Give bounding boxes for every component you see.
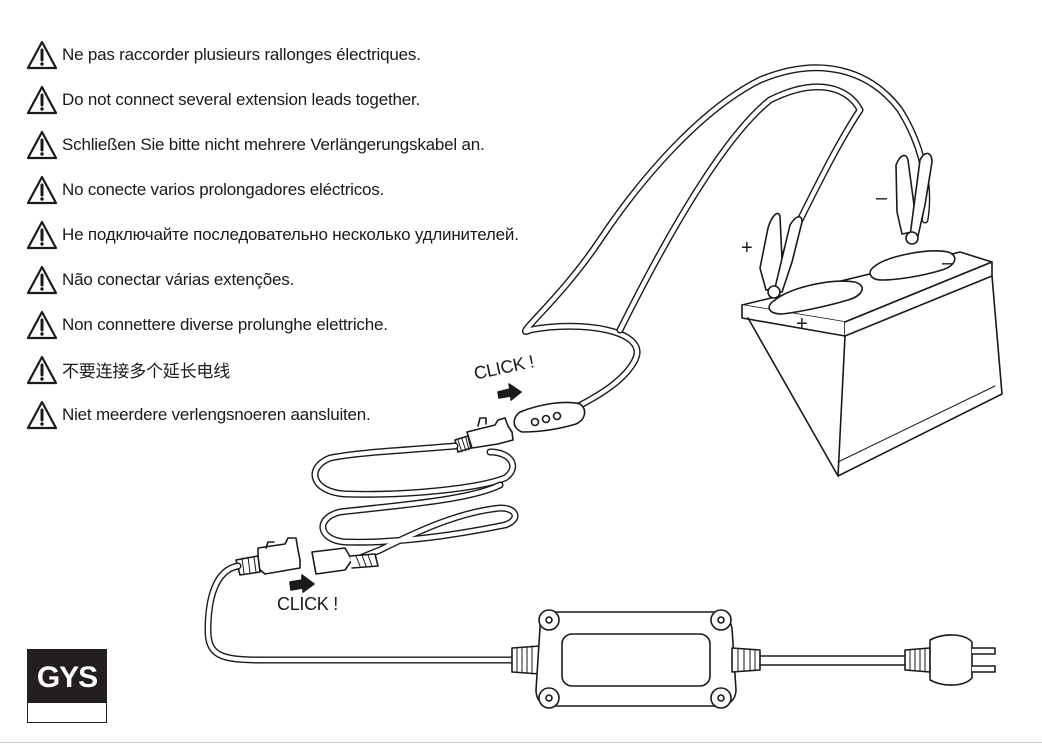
negative-clamp <box>895 152 933 245</box>
clamp-cable <box>521 64 931 412</box>
logo-text: GYS <box>36 661 98 694</box>
arrow-right-icon <box>497 383 522 401</box>
warning-triangle-icon <box>26 40 58 69</box>
warning-text: Ne pas raccorder plusieurs rallonges éle… <box>62 44 421 64</box>
charger-output-cable <box>204 562 516 664</box>
warning-item-pt: Não conectar várias extenções. <box>26 257 546 302</box>
warning-item-it: Non connettere diverse prolunghe elettri… <box>26 302 546 347</box>
warning-triangle-icon <box>26 175 58 204</box>
warning-item-ru: Не подключайте последовательно несколько… <box>26 212 546 257</box>
warning-triangle-icon <box>26 130 58 159</box>
gys-logo: GYS <box>27 649 107 723</box>
battery-drawing <box>741 250 1003 477</box>
mains-plug <box>759 634 996 686</box>
warning-text: Non connettere diverse prolunghe elettri… <box>62 314 388 334</box>
warning-item-en: Do not connect several extension leads t… <box>26 77 546 122</box>
clamp-plus-sign: + <box>741 237 753 259</box>
warning-triangle-icon <box>26 220 58 249</box>
charger-unit <box>511 609 761 709</box>
warning-item-nl: Niet meerdere verlengsnoeren aansluiten. <box>26 392 546 437</box>
warning-item-es: No conecte varios prolongadores eléctric… <box>26 167 546 212</box>
extension-cable <box>311 442 519 564</box>
click-label-lower: CLICK ! <box>277 594 338 614</box>
warning-text: Não conectar várias extenções. <box>62 269 295 289</box>
warning-triangle-icon <box>26 310 58 339</box>
warning-text: No conecte varios prolongadores eléctric… <box>62 179 385 199</box>
clamp-minus-sign: – <box>876 187 887 209</box>
warning-triangle-icon <box>26 400 58 429</box>
warning-item-fr: Ne pas raccorder plusieurs rallonges éle… <box>26 32 546 77</box>
arrow-right-icon <box>289 574 315 593</box>
warning-text: Schließen Sie bitte nicht mehrere Verlän… <box>62 134 485 154</box>
warning-text: 不要连接多个延长电线 <box>62 362 230 382</box>
logo-underbar <box>27 703 107 723</box>
warning-triangle-icon <box>26 265 58 294</box>
warning-triangle-icon <box>26 355 58 384</box>
positive-clamp <box>759 212 803 299</box>
terminal-plus-sign: + <box>796 313 808 335</box>
warning-text: Niet meerdere verlengsnoeren aansluiten. <box>62 404 371 424</box>
warning-list: Ne pas raccorder plusieurs rallonges éle… <box>26 32 546 437</box>
warning-text: Не подключайте последовательно несколько… <box>62 224 519 244</box>
clamp-side-connector <box>513 401 586 433</box>
terminal-minus-sign: – <box>942 252 953 274</box>
page-bottom-border <box>0 742 1042 743</box>
warning-item-zh: 不要连接多个延长电线 <box>26 347 546 392</box>
extension-plug-upper <box>454 417 514 453</box>
lower-connector-pair <box>235 537 379 576</box>
warning-text: Do not connect several extension leads t… <box>62 89 421 109</box>
warning-triangle-icon <box>26 85 58 114</box>
warning-item-de: Schließen Sie bitte nicht mehrere Verlän… <box>26 122 546 167</box>
